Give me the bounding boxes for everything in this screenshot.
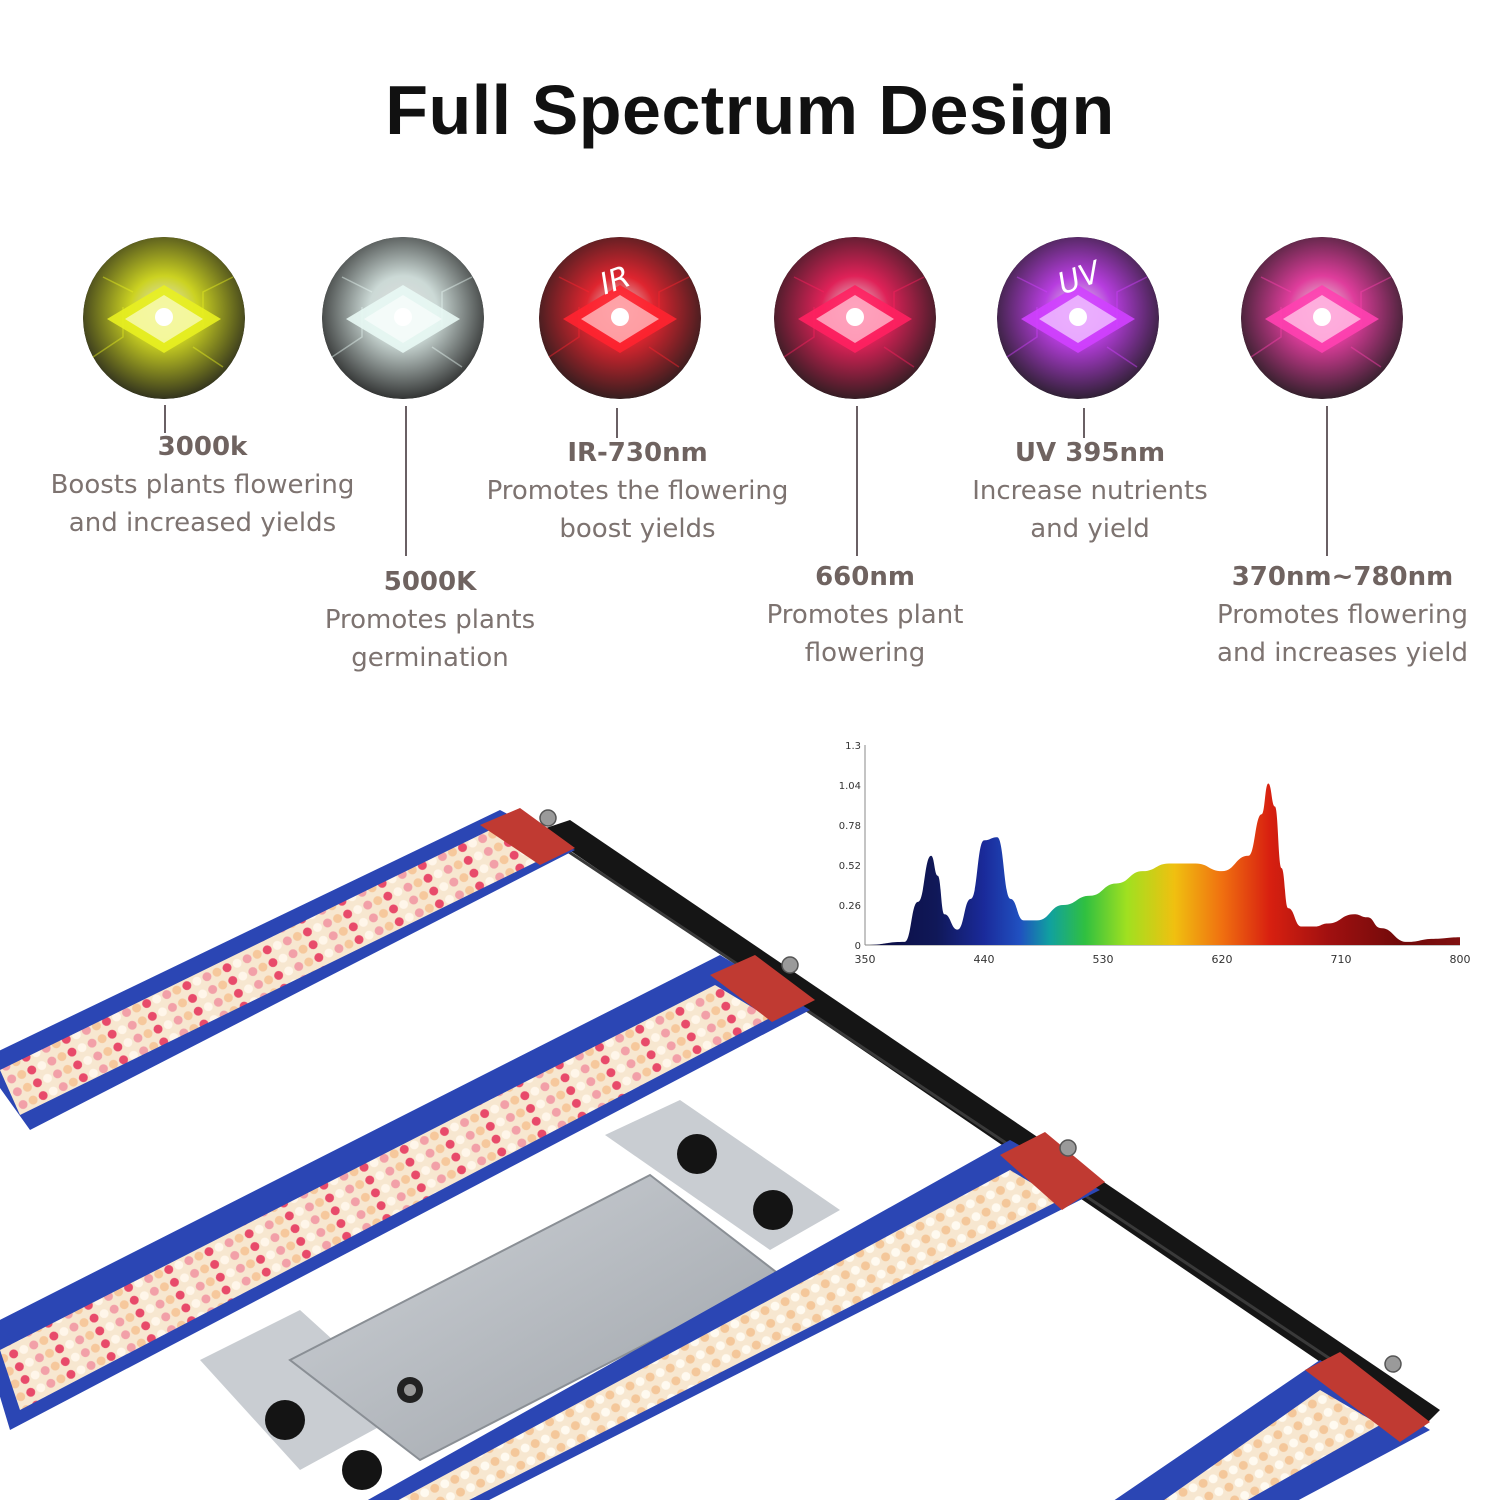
- feature-name: 5000K: [383, 567, 477, 597]
- y-tick-label: 0: [855, 941, 861, 952]
- led-chip-ir-icon: IR: [539, 237, 701, 399]
- x-tick-label: 530: [1093, 953, 1114, 966]
- led-chip-yellow-icon: [83, 237, 245, 399]
- feature-desc: Promotes plants germination: [324, 605, 536, 673]
- connector-line: [405, 406, 407, 556]
- connector-line: [164, 405, 166, 433]
- feature-660nm: 660nm Promotes plant flowering: [740, 562, 990, 672]
- feature-name: IR-730nm: [567, 438, 708, 468]
- page-title: Full Spectrum Design: [385, 71, 1115, 149]
- connector-line: [1326, 406, 1328, 556]
- feature-name: 660nm: [815, 562, 915, 592]
- feature-3000k: 3000k Boosts plants flowering and increa…: [30, 432, 375, 542]
- connector-line: [1083, 408, 1085, 438]
- x-tick-label: 440: [974, 953, 995, 966]
- spectrum-area: [865, 783, 1460, 945]
- x-tick-label: 710: [1331, 953, 1352, 966]
- feature-desc: Increase nutrients and yield: [972, 476, 1208, 544]
- y-tick-label: 0.26: [839, 901, 861, 912]
- x-tick-label: 800: [1450, 953, 1471, 966]
- feature-desc: Promotes plant flowering: [766, 600, 964, 668]
- feature-370-780nm: 370nm~780nm Promotes flowering and incre…: [1190, 562, 1495, 672]
- y-tick-label: 0.78: [839, 821, 861, 832]
- x-tick-label: 620: [1212, 953, 1233, 966]
- feature-5000k: 5000K Promotes plants germination: [290, 567, 570, 677]
- x-tick-label: 350: [855, 953, 876, 966]
- feature-uv-395nm: UV 395nm Increase nutrients and yield: [950, 438, 1230, 548]
- feature-desc: Promotes the flowering boost yields: [486, 476, 789, 544]
- connector-line: [616, 408, 618, 438]
- led-chip-uv-icon: UV: [997, 237, 1159, 399]
- grow-light-fixture-image: [0, 808, 1440, 1500]
- led-chip-white-icon: [322, 237, 484, 399]
- feature-name: 3000k: [157, 432, 248, 462]
- feature-desc: Boosts plants flowering and increased yi…: [50, 470, 355, 538]
- feature-name: UV 395nm: [1014, 438, 1166, 468]
- y-tick-label: 1.04: [839, 781, 861, 792]
- feature-desc: Promotes flowering and increases yield: [1217, 600, 1468, 668]
- y-tick-label: 0.52: [839, 861, 861, 872]
- spectrum-chart: 0 0.26 0.52 0.78 1.04 1.3 350 440 530 620 710 800: [839, 741, 1471, 966]
- feature-name: 370nm~780nm: [1231, 562, 1454, 592]
- led-chip-red-icon: [774, 237, 936, 399]
- y-tick-label: 1.3: [845, 741, 861, 752]
- led-chip-fullspectrum-icon: [1241, 237, 1403, 399]
- connector-line: [856, 406, 858, 556]
- feature-ir-730nm: IR-730nm Promotes the flowering boost yi…: [465, 438, 810, 548]
